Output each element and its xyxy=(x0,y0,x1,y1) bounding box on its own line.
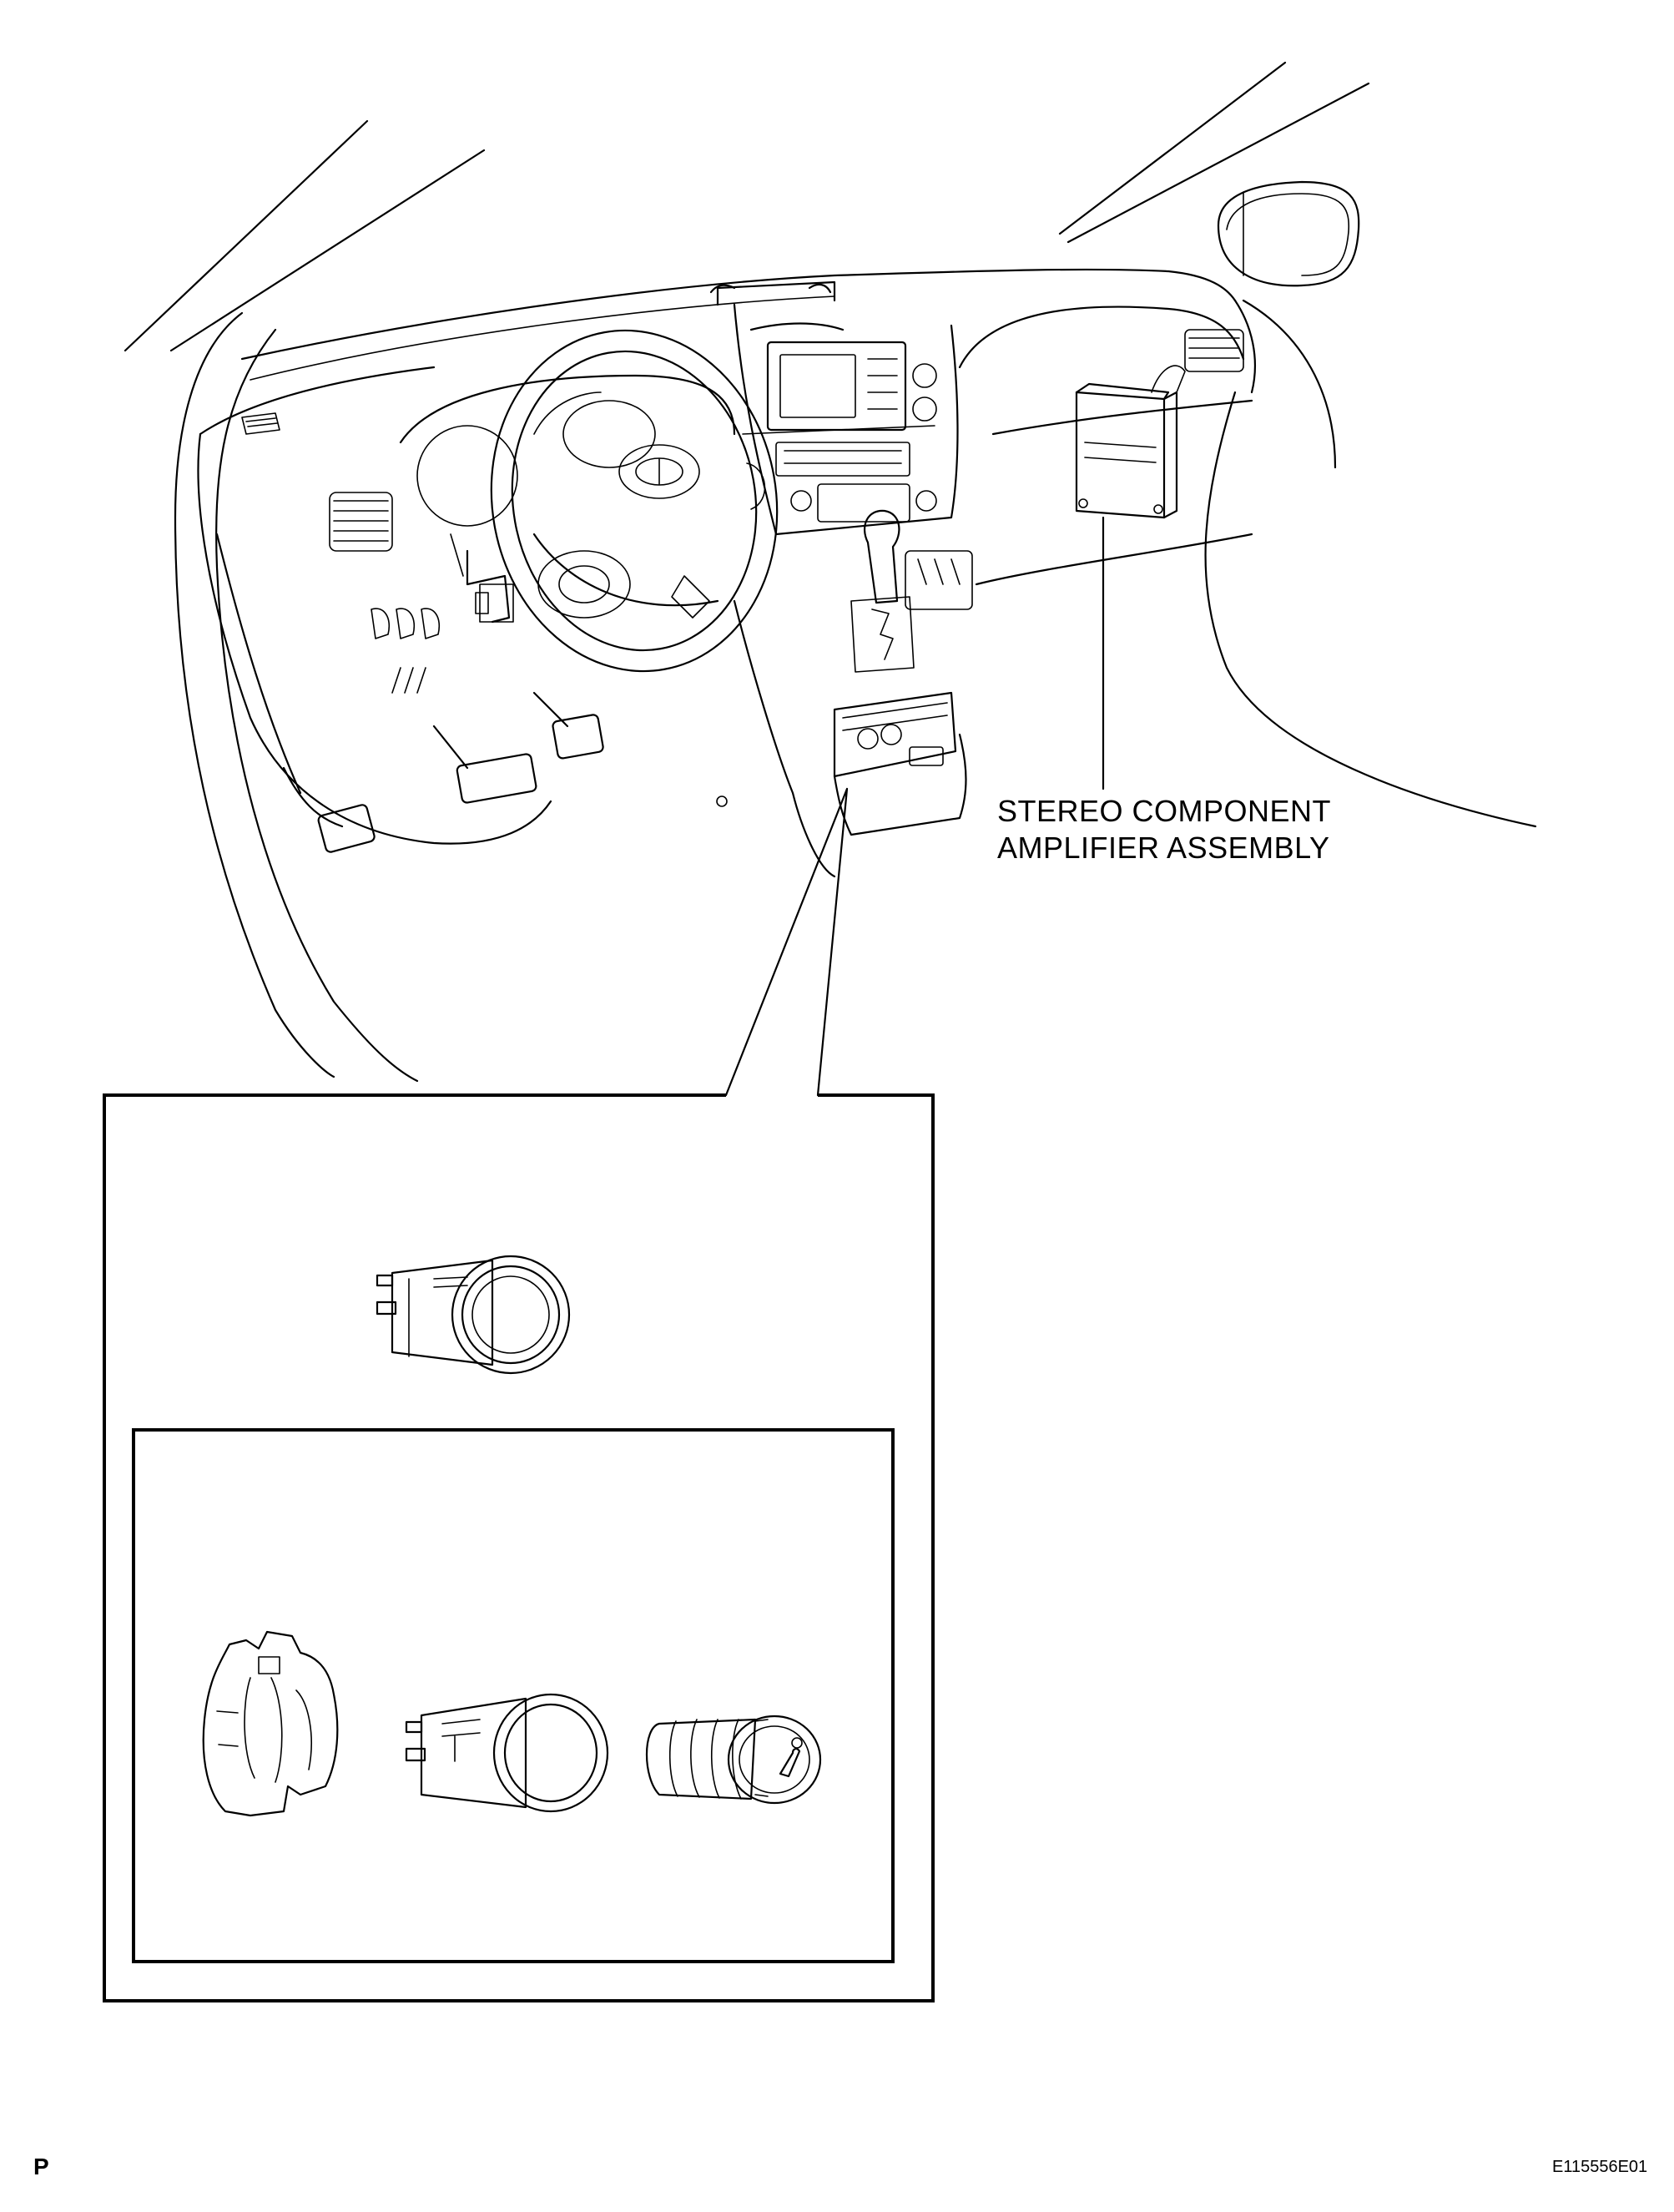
stereo-amplifier-assembly xyxy=(1075,365,1186,519)
instrument-cluster xyxy=(399,374,736,527)
detail-box-inner xyxy=(132,1428,895,1963)
pedals xyxy=(282,691,604,853)
right-door-outline xyxy=(1204,299,1537,828)
shift-lever xyxy=(850,509,915,673)
power-outlet-socket xyxy=(376,1255,571,1375)
right-mirror xyxy=(1217,180,1360,287)
left-door-outline xyxy=(174,311,419,1083)
page-marker: P xyxy=(33,2154,49,2179)
retainer-clip xyxy=(202,1630,339,1817)
right-dash-panel xyxy=(905,306,1253,610)
lighter-plug xyxy=(646,1715,822,1805)
column-connectors xyxy=(450,533,514,624)
amplifier-callout-label: STEREO COMPONENT AMPLIFIER ASSEMBLY xyxy=(997,793,1331,866)
amplifier-label-line2: AMPLIFIER ASSEMBLY xyxy=(997,831,1330,865)
steering-wheel xyxy=(490,329,779,673)
lighter-leader-line xyxy=(724,787,849,1097)
dashboard-top xyxy=(199,268,1257,436)
detail-box-outer xyxy=(103,1093,935,2002)
windshield-frame xyxy=(124,61,1370,352)
lighter-socket-body xyxy=(405,1693,609,1813)
center-stack xyxy=(709,280,959,536)
lower-console xyxy=(716,599,967,878)
amplifier-label-line1: STEREO COMPONENT xyxy=(997,794,1332,828)
figure-id: E115556E01 xyxy=(1552,2158,1648,2176)
left-dash-panel xyxy=(197,412,552,845)
